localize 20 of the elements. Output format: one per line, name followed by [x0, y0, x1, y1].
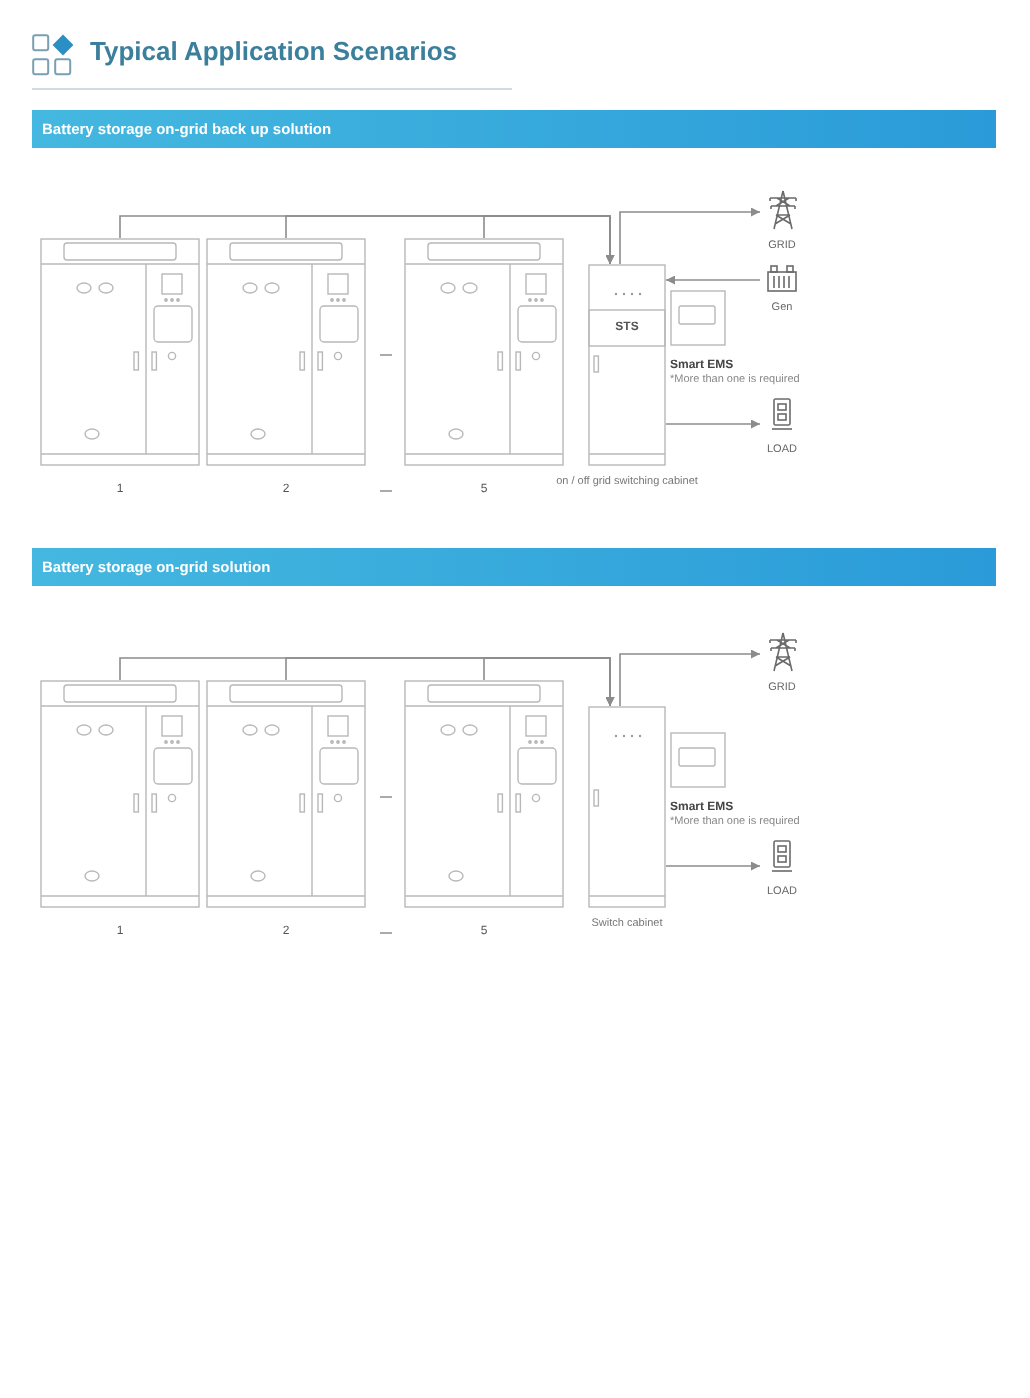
- arrow: [483, 657, 615, 707]
- switching-cabinet: [588, 264, 666, 466]
- arrow: [665, 275, 761, 285]
- battery-cabinet: [206, 680, 366, 908]
- page-title: Typical Application Scenarios: [90, 38, 457, 64]
- ems-unit: [670, 732, 726, 788]
- arrow: [619, 207, 761, 265]
- arrow: [665, 861, 761, 871]
- battery-cabinet: [404, 238, 564, 466]
- battery-cabinet: [206, 238, 366, 466]
- section-banner: [32, 548, 996, 586]
- battery-cabinet: [40, 238, 200, 466]
- arrow: [665, 419, 761, 429]
- battery-cabinet: [40, 680, 200, 908]
- ems-unit: [670, 290, 726, 346]
- switch-cabinet: [588, 706, 666, 908]
- section-banner: [32, 110, 996, 148]
- arrow: [483, 215, 615, 265]
- battery-cabinet: [404, 680, 564, 908]
- arrow: [619, 649, 761, 707]
